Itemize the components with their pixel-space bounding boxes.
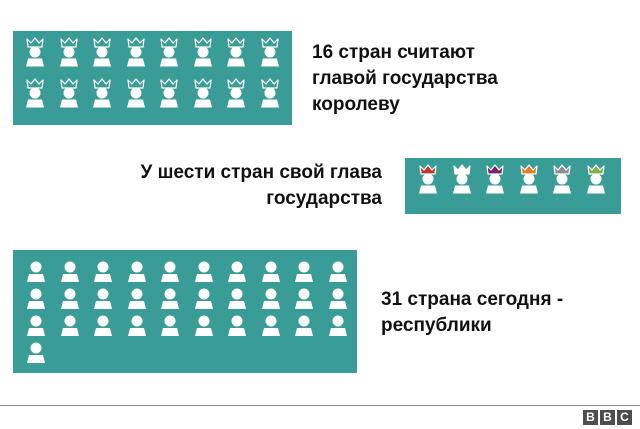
crowned-person-icon xyxy=(22,78,48,110)
footer-divider xyxy=(0,405,640,406)
person-icon xyxy=(325,287,351,319)
crowned-person-icon xyxy=(22,37,48,69)
person-icon xyxy=(90,260,116,292)
person-icon xyxy=(191,314,217,346)
person-icon xyxy=(224,314,250,346)
person-icon xyxy=(57,314,83,346)
caption-line: государства xyxy=(266,188,382,209)
republics-panel xyxy=(13,250,357,373)
person-icon xyxy=(23,287,49,319)
crowned-person-icon xyxy=(156,78,182,110)
person-icon xyxy=(157,314,183,346)
person-icon xyxy=(291,260,317,292)
logo-letter: C xyxy=(617,410,632,425)
person-icon xyxy=(23,341,49,373)
person-icon xyxy=(258,314,284,346)
crowned-person-icon xyxy=(89,37,115,69)
crowned-person-icon xyxy=(89,78,115,110)
person-icon xyxy=(258,287,284,319)
caption-line: У шести стран свой глава xyxy=(140,162,382,183)
crowned-person-icon xyxy=(449,164,475,196)
crowned-person-icon xyxy=(549,164,575,196)
person-icon xyxy=(124,314,150,346)
crowned-person-icon xyxy=(516,164,542,196)
person-icon xyxy=(157,287,183,319)
person-icon xyxy=(124,287,150,319)
own-monarch-panel xyxy=(405,158,621,214)
person-icon xyxy=(291,314,317,346)
crowned-person-icon xyxy=(482,164,508,196)
person-icon xyxy=(325,314,351,346)
own-monarch-caption: У шести стран свой глава государства xyxy=(90,160,382,212)
person-icon xyxy=(291,287,317,319)
caption-line: республики xyxy=(381,315,492,336)
crowned-person-icon xyxy=(415,164,441,196)
person-icon xyxy=(90,314,116,346)
queen-countries-panel xyxy=(13,31,292,125)
person-icon xyxy=(57,287,83,319)
crowned-person-icon xyxy=(257,78,283,110)
caption-line: главой государства xyxy=(312,68,498,89)
republics-caption: 31 страна сегодня - республики xyxy=(381,287,611,339)
crowned-person-icon xyxy=(156,37,182,69)
bbc-logo: B B C xyxy=(583,410,632,425)
person-icon xyxy=(325,260,351,292)
crowned-person-icon xyxy=(190,78,216,110)
crowned-person-icon xyxy=(190,37,216,69)
person-icon xyxy=(23,260,49,292)
caption-line: 31 страна сегодня - xyxy=(381,289,564,310)
person-icon xyxy=(90,287,116,319)
queen-countries-caption: 16 стран считают главой государства коро… xyxy=(312,40,552,118)
crowned-person-icon xyxy=(123,78,149,110)
logo-letter: B xyxy=(583,410,598,425)
person-icon xyxy=(23,314,49,346)
person-icon xyxy=(224,287,250,319)
crowned-person-icon xyxy=(223,37,249,69)
person-icon xyxy=(57,260,83,292)
person-icon xyxy=(191,260,217,292)
crowned-person-icon xyxy=(257,37,283,69)
logo-letter: B xyxy=(600,410,615,425)
crowned-person-icon xyxy=(123,37,149,69)
caption-line: королеву xyxy=(312,94,400,115)
person-icon xyxy=(157,260,183,292)
crowned-person-icon xyxy=(583,164,609,196)
crowned-person-icon xyxy=(223,78,249,110)
person-icon xyxy=(191,287,217,319)
crowned-person-icon xyxy=(56,37,82,69)
crowned-person-icon xyxy=(56,78,82,110)
person-icon xyxy=(124,260,150,292)
caption-line: 16 стран считают xyxy=(312,42,475,63)
person-icon xyxy=(258,260,284,292)
person-icon xyxy=(224,260,250,292)
